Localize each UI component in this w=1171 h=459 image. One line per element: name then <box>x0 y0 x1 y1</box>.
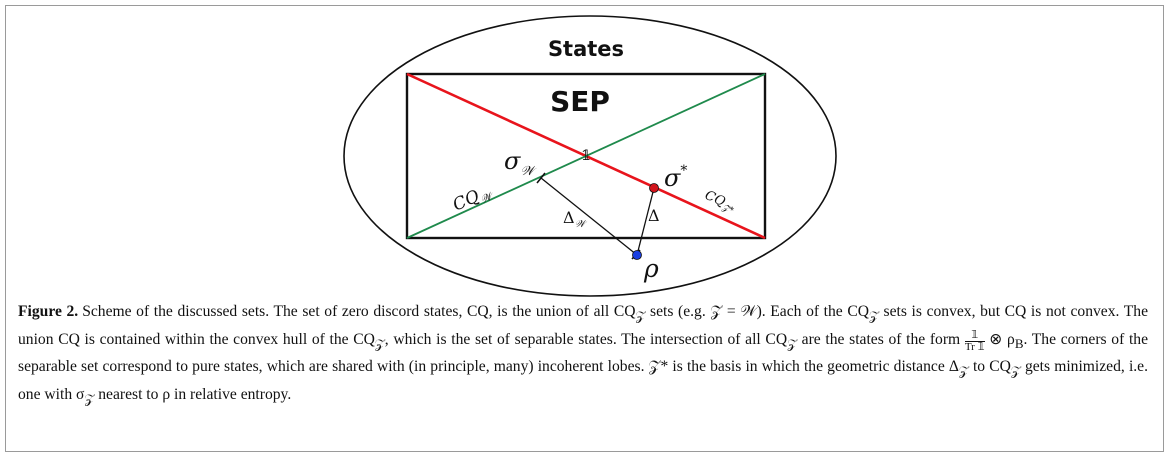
cq-w-label: CQ𝒲 <box>450 181 496 218</box>
sets-diagram: States SEP 𝟙 σ𝒲 σ* ρ Δ𝒲 Δ CQ𝒲 CQ𝒵* <box>343 15 837 297</box>
states-ellipse <box>343 15 837 297</box>
sigma-star-point <box>649 183 659 193</box>
delta-w-line <box>540 177 638 256</box>
sigma-w-label: σ𝒲 <box>504 147 537 179</box>
delta-w-label: Δ𝒲 <box>563 208 588 230</box>
rho-point <box>632 250 642 260</box>
sep-rectangle <box>405 72 767 240</box>
delta-label: Δ <box>648 206 660 225</box>
sep-label: SEP <box>550 85 610 118</box>
delta-line <box>636 187 655 256</box>
figure-frame <box>5 5 1164 452</box>
figure-caption: Figure 2.Scheme of the discussed sets. T… <box>18 303 1148 406</box>
sigma-star-label: σ* <box>664 163 687 192</box>
states-label: States <box>548 37 624 61</box>
figure-label: Figure 2. <box>18 303 79 320</box>
cq-w-diagonal <box>406 73 766 239</box>
identity-label: 𝟙 <box>581 148 591 164</box>
sigma-w-tick <box>536 172 546 184</box>
rho-label: ρ <box>643 254 659 283</box>
